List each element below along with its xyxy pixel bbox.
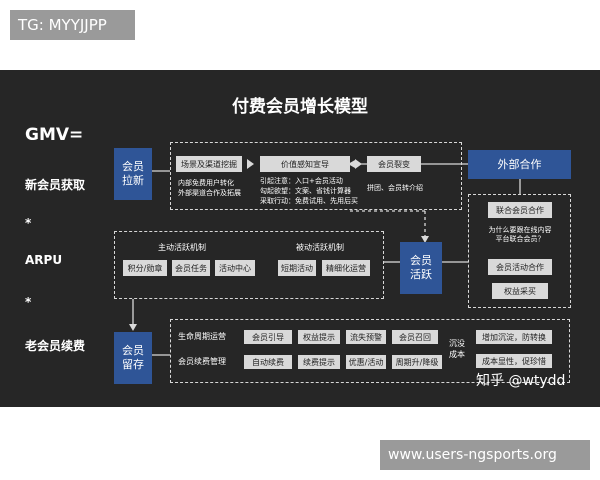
funnel-note-3: 拼团、会员转介绍 bbox=[367, 184, 423, 192]
retain-right-item-1: 增加沉淀，防转换 bbox=[476, 330, 552, 344]
arrow-right-icon bbox=[247, 159, 254, 169]
bottom-tag: www.users-ngsports.org bbox=[380, 440, 590, 470]
funnel-step-3: 会员裂变 bbox=[367, 156, 421, 172]
arrow-to-step3 bbox=[348, 160, 355, 168]
proactive-title: 主动活跃机制 bbox=[158, 243, 206, 252]
formula-gmv: GMV= bbox=[25, 125, 84, 145]
member-acquire-block: 会员 拉新 bbox=[114, 148, 152, 200]
retain-row2-label: 会员续费管理 bbox=[178, 357, 226, 366]
external-item-2: 会员活动合作 bbox=[488, 259, 552, 275]
passive-item-1: 短期活动 bbox=[278, 260, 316, 276]
formula-mult-1: * bbox=[25, 216, 32, 230]
member-active-block: 会员 活跃 bbox=[400, 242, 442, 294]
retain-row1-item-2: 权益提示 bbox=[298, 330, 340, 344]
active-group bbox=[114, 231, 384, 299]
diagram-title: 付费会员增长模型 bbox=[232, 97, 368, 117]
external-note: 为什么要跟在线内容 平台联合会员？ bbox=[488, 226, 552, 243]
passive-title: 被动活跃机制 bbox=[296, 243, 344, 252]
watermark: 知乎 @wtydd bbox=[476, 373, 566, 389]
formula-renewal: 老会员续费 bbox=[25, 339, 86, 353]
arrow-to-retain bbox=[129, 324, 137, 331]
acquisition-group bbox=[170, 142, 462, 210]
top-tag: TG: MYYJJPP bbox=[10, 10, 135, 40]
formula-mult-2: * bbox=[25, 295, 32, 309]
retain-row2-item-4: 周期升/降级 bbox=[392, 355, 442, 369]
retention-group bbox=[170, 319, 570, 383]
diagram-canvas: 付费会员增长模型 GMV= 新会员获取 * ARPU * 老会员续费 会员 拉新… bbox=[0, 70, 600, 407]
external-group bbox=[468, 194, 571, 308]
proactive-item-3: 活动中心 bbox=[215, 260, 255, 276]
funnel-step-1: 场景及渠道挖掘 bbox=[176, 156, 242, 172]
formula-new-member: 新会员获取 bbox=[25, 178, 86, 192]
retain-row2-item-2: 续费提示 bbox=[298, 355, 340, 369]
formula-arpu: ARPU bbox=[25, 253, 63, 267]
proactive-item-1: 积分/勋章 bbox=[123, 260, 167, 276]
passive-item-2: 精细化运营 bbox=[322, 260, 370, 276]
external-cooperation-block: 外部合作 bbox=[468, 150, 571, 179]
proactive-item-2: 会员任务 bbox=[172, 260, 210, 276]
retain-row1-item-1: 会员引导 bbox=[244, 330, 292, 344]
retain-row1-item-3: 流失预警 bbox=[346, 330, 386, 344]
member-retain-block: 会员 留存 bbox=[114, 332, 152, 384]
external-item-1: 联合会员合作 bbox=[488, 202, 552, 218]
funnel-note-2: 引起注意：入口+会员活动 勾起欲望：文案、省钱计算器 采取行动：免费试用、先用后… bbox=[260, 177, 358, 205]
arrow-right-icon bbox=[355, 159, 362, 169]
arrow-to-active bbox=[421, 236, 429, 243]
sunk-cost-label: 沉没 成本 bbox=[449, 339, 465, 359]
retain-row2-item-3: 优惠/活动 bbox=[346, 355, 386, 369]
retain-row2-item-1: 自动续费 bbox=[244, 355, 292, 369]
external-item-3: 权益采买 bbox=[492, 283, 548, 299]
retain-row1-item-4: 会员召回 bbox=[392, 330, 438, 344]
funnel-note-1: 内部免费用户转化 外部渠道合作及拓展 bbox=[178, 179, 241, 197]
funnel-step-2: 价值感知宣导 bbox=[260, 156, 350, 172]
retain-right-item-2: 成本显性，促珍惜 bbox=[476, 354, 552, 368]
retain-row1-label: 生命周期运营 bbox=[178, 332, 226, 341]
